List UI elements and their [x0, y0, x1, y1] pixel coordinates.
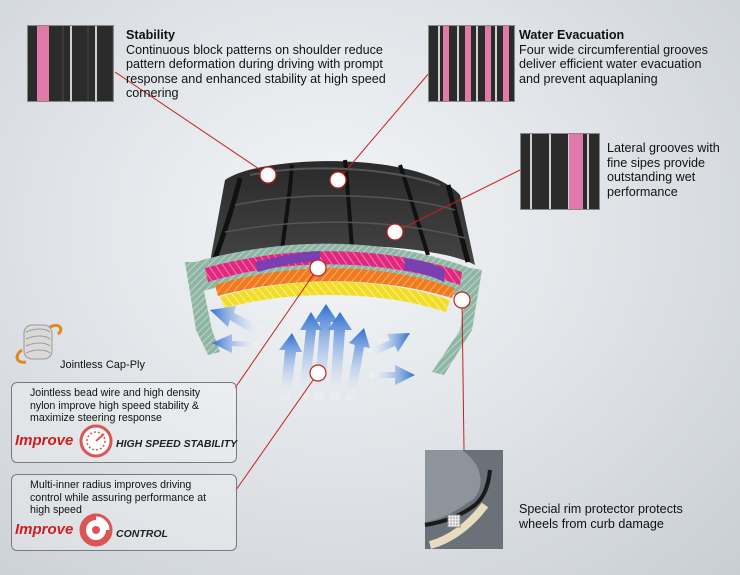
control-tag: CONTROL — [116, 528, 168, 540]
stability-description: Continuous block patterns on shoulder re… — [126, 42, 386, 101]
marker-capply — [309, 259, 327, 277]
rim-description: Special rim protector protects wheels fr… — [519, 502, 683, 531]
lateral-tread-thumbnail — [520, 133, 600, 210]
rim-callout: Special rim protector protects wheels fr… — [519, 502, 724, 531]
marker-inner-radius — [309, 364, 327, 382]
lateral-description: Lateral grooves with fine sipes provide … — [607, 141, 720, 199]
force-arrows — [210, 304, 415, 400]
marker-water — [329, 171, 347, 189]
steering-control-icon — [79, 513, 113, 547]
water-tread-thumbnail — [428, 25, 515, 102]
water-callout: Water Evacuation Four wide circumferenti… — [519, 28, 719, 86]
lateral-callout: Lateral grooves with fine sipes provide … — [607, 141, 732, 199]
stability-tread-thumbnail — [27, 25, 114, 102]
stability-title: Stability — [126, 28, 175, 42]
water-description: Four wide circumferential grooves delive… — [519, 42, 708, 86]
callout-lines — [114, 71, 521, 491]
rim-protector-image — [424, 450, 503, 549]
high-speed-stability-tag: HIGH SPEED STABILITY — [116, 438, 238, 450]
callout-markers — [259, 166, 471, 382]
improve-label-2: Improve — [15, 521, 74, 538]
high-speed-stability-text: Jointless bead wire and high density nyl… — [30, 387, 201, 425]
water-title: Water Evacuation — [519, 28, 625, 42]
control-text: Multi-inner radius improves driving cont… — [30, 479, 207, 517]
control-box — [11, 474, 237, 551]
tire-cross-section — [185, 243, 482, 375]
tire-tread — [210, 159, 475, 265]
capply-coil-icon — [15, 323, 63, 364]
marker-lateral — [386, 223, 404, 241]
marker-rim — [453, 291, 471, 309]
high-speed-stability-box — [11, 382, 237, 463]
speedometer-icon — [79, 424, 113, 458]
improve-label-1: Improve — [15, 432, 74, 449]
stability-callout: Stability Continuous block patterns on s… — [126, 28, 416, 101]
capply-label: Jointless Cap-Ply — [60, 359, 145, 371]
marker-stability — [259, 166, 277, 184]
